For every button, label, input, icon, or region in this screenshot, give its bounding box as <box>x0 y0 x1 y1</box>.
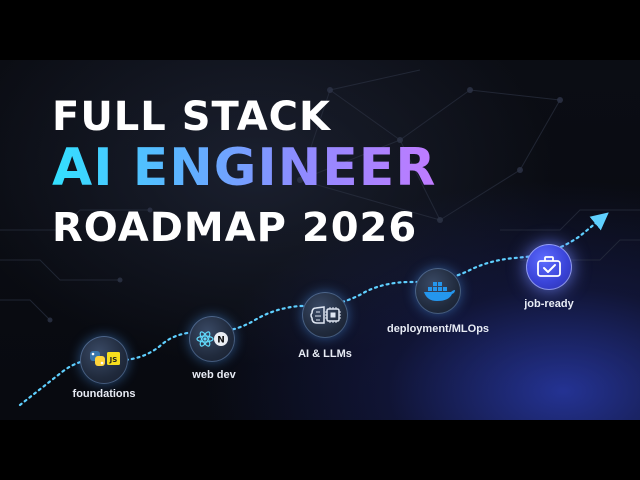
dotted-path-line <box>18 212 609 407</box>
step-node-web-dev: N <box>189 316 235 362</box>
letterbox-bottom <box>0 420 640 480</box>
step-label-job-ready: job-ready <box>524 298 574 310</box>
headline-line-1: FULL STACK <box>52 94 332 140</box>
headline-line-3: ROADMAP 2026 <box>52 205 418 251</box>
background-network-lines <box>0 69 640 323</box>
svg-text:JS: JS <box>109 356 118 364</box>
briefcase-check-icon <box>537 256 561 277</box>
python-icon <box>90 351 105 366</box>
roadmap-path <box>18 212 609 407</box>
react-icon <box>196 331 214 347</box>
brain-chip-icon <box>310 306 341 324</box>
step-label-ai-llms: AI & LLMs <box>298 348 352 360</box>
headline-line-2: AI ENGINEER <box>52 138 437 198</box>
step-label-web-dev: web dev <box>192 369 236 381</box>
step-label-foundations: foundations <box>72 388 136 400</box>
docker-icon <box>424 282 455 301</box>
step-node-deployment-mlops <box>415 268 461 314</box>
nextjs-icon: N <box>214 332 228 346</box>
javascript-icon: JS <box>107 352 120 365</box>
headline-block: FULL STACK AI ENGINEER ROADMAP 2026 <box>0 60 640 420</box>
svg-text:N: N <box>217 336 225 346</box>
thumbnail-canvas: FULL STACK AI ENGINEER ROADMAP 2026 <box>0 60 640 420</box>
step-node-ai-llms <box>302 292 348 338</box>
step-node-job-ready <box>526 244 572 290</box>
step-label-deployment-mlops: deployment/MLOps <box>386 323 490 335</box>
step-node-foundations: JS <box>80 336 128 384</box>
letterbox-top <box>0 0 640 60</box>
